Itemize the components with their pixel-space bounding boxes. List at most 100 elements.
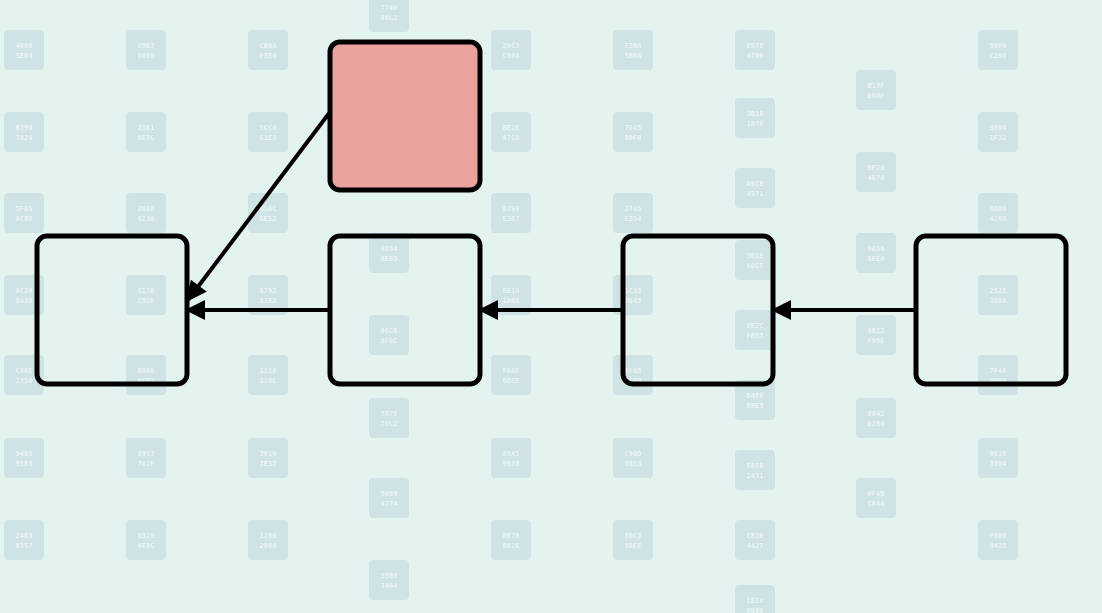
background-tile-text: 8053 bbox=[625, 460, 642, 468]
background-tile-text: E650 bbox=[747, 462, 764, 470]
background-tile-text: 5CC0 bbox=[260, 124, 277, 132]
background-tile-text: 86C8 bbox=[381, 327, 398, 335]
background-tile-text: 80L2 bbox=[381, 14, 398, 22]
background-tile-text: 4088 bbox=[16, 42, 33, 50]
background-tile-text: E9B3 bbox=[138, 42, 155, 50]
background-tile-text: 1008 bbox=[503, 297, 520, 305]
background-tile-text: E354 bbox=[625, 215, 642, 223]
background-tile-text: 9854 bbox=[381, 245, 398, 253]
background-tile-text: F883 bbox=[747, 332, 764, 340]
background-tile-text: 4427 bbox=[747, 542, 764, 550]
background-tile-text: 7E37 bbox=[260, 460, 277, 468]
background-tile-text: F99E bbox=[868, 337, 885, 345]
background-tile-text: 8D80 bbox=[990, 205, 1007, 213]
background-tile-text: 0F4B bbox=[868, 490, 885, 498]
background-tile-text: 7A24 bbox=[16, 134, 33, 142]
background-tile-text: 905A bbox=[868, 245, 886, 253]
background-tile-text: 2688 bbox=[138, 205, 155, 213]
background-tile-text: 8953 bbox=[138, 450, 155, 458]
background-tile-text: F900 bbox=[990, 532, 1007, 540]
background-tile-text: 7045 bbox=[625, 297, 642, 305]
background-tile-text: 70L2 bbox=[381, 420, 398, 428]
background-tile-text: C178 bbox=[138, 287, 155, 295]
background-tile: 8C20 8438 bbox=[4, 275, 44, 315]
background-tile-text: 8C20 bbox=[16, 287, 33, 295]
background-tile-text: 7879 bbox=[381, 410, 398, 418]
background-tile-text: 9930 bbox=[503, 460, 520, 468]
background-tile-text: 8E2C bbox=[747, 322, 764, 330]
background-tile-text: C830 bbox=[747, 532, 764, 540]
background-tile-text: C64A bbox=[868, 500, 886, 508]
background-tile-text: 2868 bbox=[260, 542, 277, 550]
list-node-n3[interactable] bbox=[913, 233, 1069, 387]
background-tile-text: 218C bbox=[260, 377, 277, 385]
edge-n4-to-n0 bbox=[186, 110, 332, 302]
background-tile-text: 6790 bbox=[747, 52, 764, 60]
background-tile-text: E00F bbox=[868, 92, 885, 100]
background-tile-text: E1E3 bbox=[260, 134, 277, 142]
background-tile-text: 9405 bbox=[16, 450, 33, 458]
background-tile-text: C80E bbox=[16, 367, 33, 375]
background-tile-text: 8E95 bbox=[381, 255, 398, 263]
background-tile-text: 3464 bbox=[381, 582, 398, 590]
background-tile-text: 1286 bbox=[260, 532, 277, 540]
background-tile: 8953 762F bbox=[126, 438, 166, 478]
background-tile-text: C0D0 bbox=[625, 377, 642, 385]
background-tile-text: 8793 bbox=[260, 287, 277, 295]
background-tile-text: F9E0 bbox=[260, 52, 277, 60]
background-tile-text: B8E3 bbox=[747, 402, 764, 410]
background-tile: 1286 2868 bbox=[248, 520, 288, 560]
background-tile: 7879 70L2 bbox=[369, 398, 409, 438]
background-tile: CB6A F9E0 bbox=[248, 30, 288, 70]
background-tile-text: CB6A bbox=[260, 42, 278, 50]
background-tile-text: 3304 bbox=[990, 460, 1007, 468]
background-tile: 8E16 1008 bbox=[491, 275, 531, 315]
background-tile-text: F08F bbox=[503, 367, 520, 375]
list-node-n1[interactable] bbox=[327, 233, 483, 387]
background-tile-text: 47C0 bbox=[503, 134, 520, 142]
background-tile: 8E2C F883 bbox=[735, 310, 775, 350]
background-tile-text: B54C bbox=[260, 205, 277, 213]
background-tile-text: 762F bbox=[138, 460, 155, 468]
background-tile: C830 4427 bbox=[735, 520, 775, 560]
background-tile-text: B0F0 bbox=[625, 134, 642, 142]
background-tile-text: E578 bbox=[747, 42, 764, 50]
background-tile-text: 8E16 bbox=[503, 287, 520, 295]
highlighted-node[interactable] bbox=[327, 39, 483, 193]
background-tile-text: C90D bbox=[625, 450, 642, 458]
background-tile-text: 0018 bbox=[990, 450, 1007, 458]
background-tile-text: 9823 bbox=[868, 327, 885, 335]
background-tile-text: 3D1E bbox=[747, 252, 764, 260]
list-node-n0[interactable] bbox=[34, 233, 190, 387]
background-tile: E578 6790 bbox=[735, 30, 775, 70]
background-tile-text: EE52 bbox=[260, 215, 277, 223]
background-tile-text: 2525 bbox=[990, 287, 1007, 295]
background-tile-text: B13F bbox=[868, 82, 885, 90]
background-tile-text: 5B0A bbox=[625, 52, 643, 60]
background-tile-text: 8438 bbox=[16, 297, 33, 305]
list-node-n2[interactable] bbox=[620, 233, 776, 387]
background-tile-text: 1F32 bbox=[990, 134, 1007, 142]
background-tile-text: 9423 bbox=[990, 542, 1007, 550]
background-tile-text: 2745 bbox=[625, 205, 642, 213]
background-tile-text: 0000 bbox=[990, 377, 1007, 385]
